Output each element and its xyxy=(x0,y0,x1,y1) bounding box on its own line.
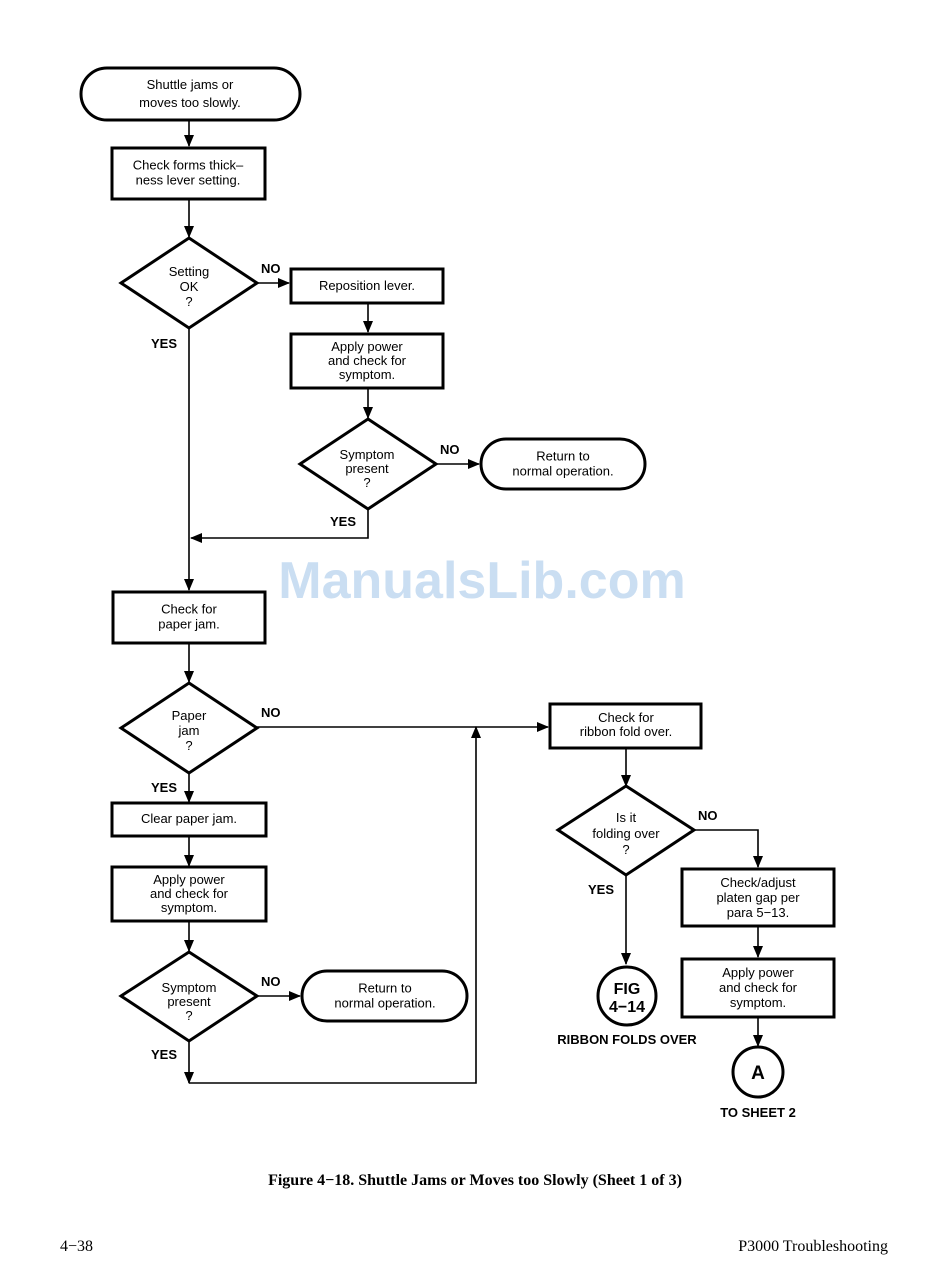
label-yes: YES xyxy=(330,514,356,529)
node-start: Shuttle jams or moves too slowly. xyxy=(79,66,302,122)
text-line: para 5−13. xyxy=(727,905,790,920)
watermark: ManualsLib.com xyxy=(278,552,685,610)
node-reposition-text: Reposition lever. xyxy=(319,278,415,293)
text-line: present xyxy=(345,461,389,476)
text-line: Check for xyxy=(161,602,217,617)
text-line: folding over xyxy=(592,826,660,841)
page-number: 4−38 xyxy=(60,1238,94,1255)
text-line: ? xyxy=(185,294,192,309)
text-line: Apply power xyxy=(722,965,794,980)
node-start-text: Shuttle jams or moves too slowly. xyxy=(139,77,241,110)
connector-fig-caption: RIBBON FOLDS OVER xyxy=(557,1032,697,1047)
node-clear-jam: Clear paper jam. xyxy=(110,801,268,838)
text-line: Symptom xyxy=(162,980,217,995)
node-check-forms-text: Check forms thick–ness lever setting. xyxy=(133,158,244,188)
connector-fig: FIG 4−14 xyxy=(596,965,658,1027)
label-no: NO xyxy=(261,974,281,989)
connector-sheet: A xyxy=(731,1045,785,1099)
text-line: ? xyxy=(185,1008,192,1023)
text-line: Reposition lever. xyxy=(319,278,415,293)
connector-fig-line1: FIG xyxy=(614,981,641,998)
text-line: ? xyxy=(363,475,370,490)
label-no: NO xyxy=(698,808,718,823)
text-line: Is it xyxy=(616,810,637,825)
text-line: paper jam. xyxy=(158,617,219,632)
label-yes: YES xyxy=(151,780,177,795)
text-line: Symptom xyxy=(340,447,395,462)
label-no: NO xyxy=(261,705,281,720)
label-yes: YES xyxy=(151,336,177,351)
text-line: Check/adjust xyxy=(720,875,796,890)
node-check-forms: Check forms thick–ness lever setting. xyxy=(110,146,267,201)
text-line: platen gap per xyxy=(716,890,800,905)
text-line: Paper xyxy=(172,708,207,723)
text-line: ness lever setting. xyxy=(136,173,241,188)
flow-lines xyxy=(184,121,763,1084)
label-no: NO xyxy=(261,261,281,276)
text-line: present xyxy=(167,994,211,1009)
text-line: Clear paper jam. xyxy=(141,811,237,826)
text-line: and check for xyxy=(719,980,798,995)
connector-sheet-label: A xyxy=(751,1063,765,1084)
node-reposition: Reposition lever. xyxy=(289,267,445,305)
text-line: normal operation. xyxy=(512,464,613,479)
text-line: symptom. xyxy=(339,367,395,382)
text-line: and check for xyxy=(150,886,229,901)
text-line: OK xyxy=(180,279,199,294)
text-line: Apply power xyxy=(331,339,403,354)
text-line: symptom. xyxy=(730,995,786,1010)
text-line: moves too slowly. xyxy=(139,95,241,110)
text-line: Setting xyxy=(169,264,209,279)
text-line: normal operation. xyxy=(334,996,435,1011)
node-clear-jam-text: Clear paper jam. xyxy=(141,811,237,826)
text-line: ribbon fold over. xyxy=(580,724,673,739)
text-line: Apply power xyxy=(153,872,225,887)
text-line: symptom. xyxy=(161,900,217,915)
document-title: P3000 Troubleshooting xyxy=(738,1238,888,1255)
text-line: Check for xyxy=(598,710,654,725)
figure-caption: Figure 4−18. Shuttle Jams or Moves too S… xyxy=(268,1172,682,1189)
connector-fig-line2: 4−14 xyxy=(609,999,645,1016)
label-yes: YES xyxy=(151,1047,177,1062)
label-yes: YES xyxy=(588,882,614,897)
text-line: Return to xyxy=(536,449,589,464)
text-line: Return to xyxy=(358,981,411,996)
connector-sheet-caption: TO SHEET 2 xyxy=(720,1105,796,1120)
text-line: Check forms thick– xyxy=(133,158,244,173)
text-line: Shuttle jams or xyxy=(147,77,234,92)
text-line: jam xyxy=(178,723,200,738)
text-line: and check for xyxy=(328,353,407,368)
label-no: NO xyxy=(440,442,460,457)
text-line: ? xyxy=(622,842,629,857)
text-line: ? xyxy=(185,738,192,753)
